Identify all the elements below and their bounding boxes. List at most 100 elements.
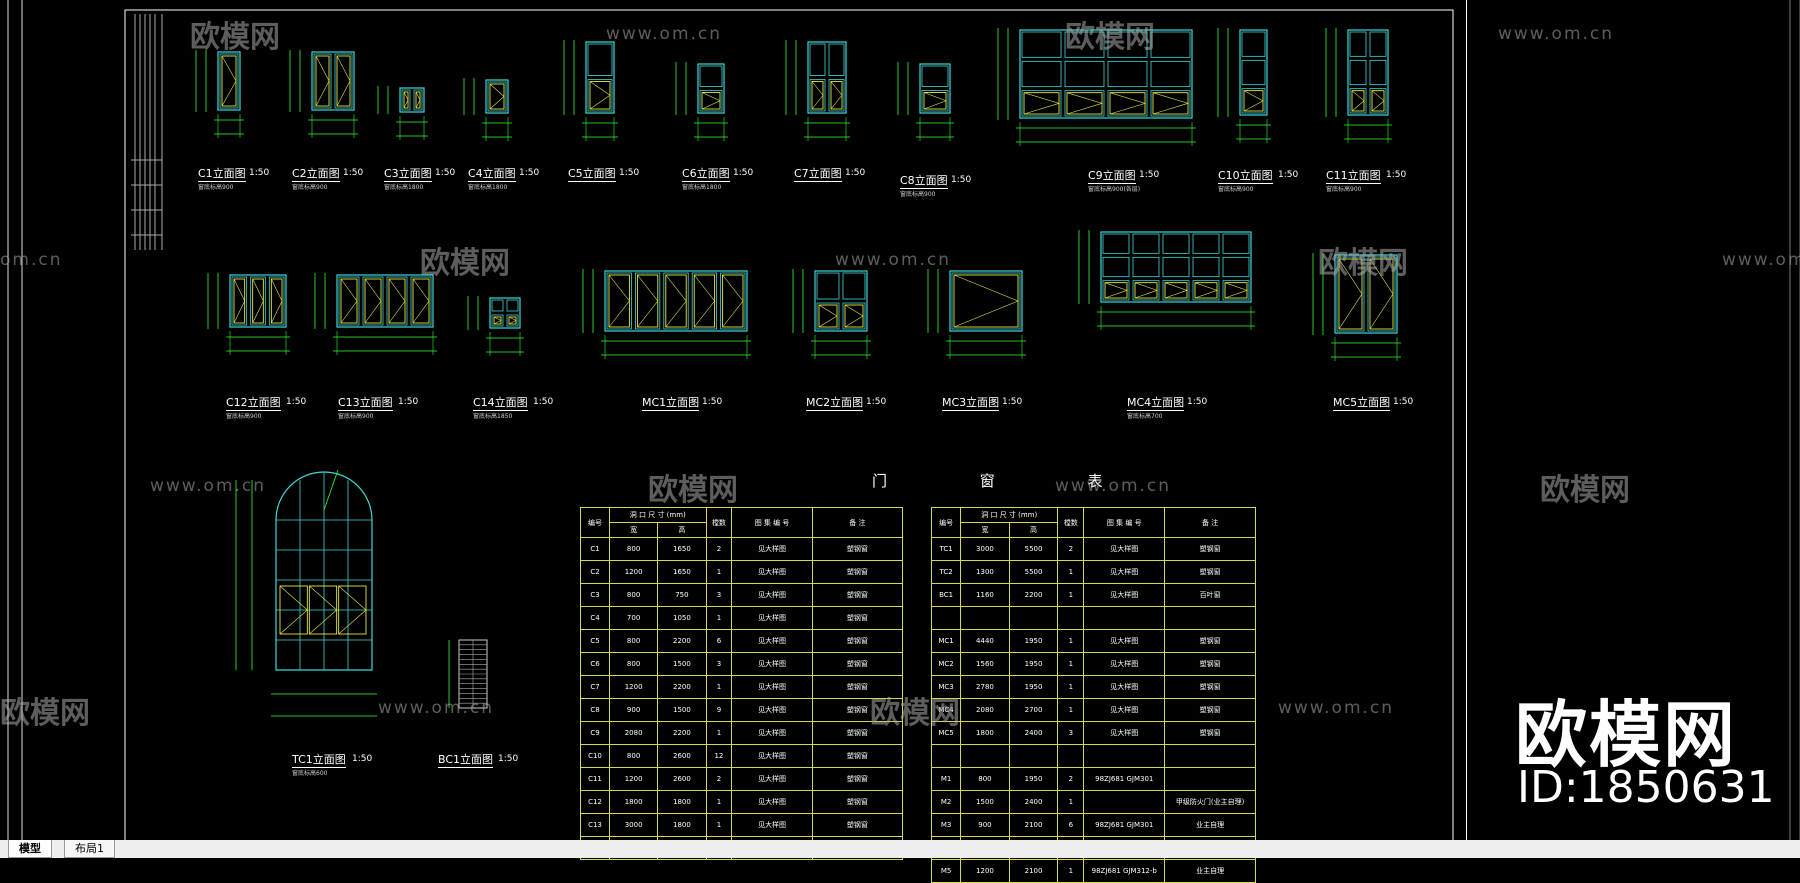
window-pane bbox=[1222, 280, 1250, 301]
window-pane bbox=[1162, 280, 1190, 301]
table-cell: M2 bbox=[930, 790, 962, 814]
table-cell: 塑钢窗 bbox=[811, 744, 904, 768]
col-opening: 洞 口 尺 寸 (mm) bbox=[960, 507, 1059, 523]
window-frame bbox=[1347, 29, 1389, 116]
glass-sash bbox=[1066, 92, 1103, 115]
window-pane bbox=[842, 302, 866, 330]
glass-sash bbox=[388, 278, 406, 324]
scale-label: 1:50 bbox=[1386, 170, 1407, 180]
table-cell bbox=[930, 744, 962, 768]
glass-sash bbox=[1224, 282, 1248, 299]
watermark-logo: 欧模网 bbox=[648, 473, 738, 508]
glass-sash bbox=[1152, 92, 1189, 115]
window-pane bbox=[401, 89, 411, 111]
col-opening: 洞 口 尺 寸 (mm) bbox=[608, 507, 707, 523]
table-cell bbox=[1164, 606, 1256, 630]
window-pane bbox=[1222, 233, 1250, 254]
table-cell: 塑钢窗 bbox=[1164, 721, 1256, 745]
glass-sash bbox=[923, 92, 947, 110]
table-cell: 见大样图 bbox=[731, 629, 813, 653]
opening-indicator bbox=[811, 81, 824, 110]
window-pane bbox=[951, 272, 1021, 330]
glass-sash bbox=[270, 278, 283, 324]
table-cell: 1160 bbox=[960, 583, 1010, 607]
table-cell: 塑钢窗 bbox=[1164, 560, 1256, 584]
table-cell: 98ZJ681 GJM301 bbox=[1083, 813, 1166, 837]
window-frame bbox=[949, 270, 1023, 332]
opening-indicator bbox=[844, 304, 864, 328]
table-cell: 塑钢窗 bbox=[1164, 629, 1256, 653]
opening-indicator bbox=[315, 55, 330, 107]
elevation-label: C11立面图 bbox=[1326, 169, 1381, 184]
window-pane bbox=[1107, 90, 1148, 117]
table-cell: 1500 bbox=[657, 698, 707, 722]
watermark-logo: 欧模网 bbox=[420, 246, 510, 281]
tab-model[interactable]: 模型 bbox=[8, 840, 52, 858]
table-cell: 800 bbox=[608, 537, 659, 561]
table-cell: 2100 bbox=[1008, 813, 1059, 837]
table-cell: 见大样图 bbox=[1083, 652, 1166, 676]
table-cell: C4 bbox=[580, 606, 610, 630]
window-pane bbox=[1336, 256, 1365, 332]
window-pane bbox=[809, 79, 826, 112]
window-pane bbox=[491, 299, 504, 312]
table-cell: 1 bbox=[1057, 583, 1085, 607]
table-cell: MC1 bbox=[930, 629, 962, 653]
table-cell: 1 bbox=[705, 721, 733, 745]
window-pane bbox=[487, 81, 507, 112]
table-cell: 见大样图 bbox=[731, 721, 813, 745]
table-cell: 5500 bbox=[1008, 537, 1059, 561]
watermark-logo: 欧模网 bbox=[0, 696, 90, 731]
table-cell: 2080 bbox=[960, 698, 1010, 722]
window-frame bbox=[1334, 254, 1398, 334]
elevation-note: 窗底标高900 bbox=[226, 413, 262, 420]
window-pane bbox=[1349, 59, 1367, 86]
glass-sash bbox=[1351, 90, 1365, 112]
watermark-url: www.om.cn bbox=[1722, 250, 1800, 270]
opening-indicator bbox=[309, 585, 338, 635]
window-pane bbox=[362, 276, 384, 326]
table-cell: 1950 bbox=[1008, 629, 1059, 653]
window-elevations bbox=[195, 28, 1401, 717]
glass-sash bbox=[608, 274, 630, 328]
table-cell: 1050 bbox=[657, 606, 707, 630]
table-cell bbox=[960, 606, 1010, 630]
window-pane bbox=[1064, 60, 1105, 88]
scale-label: 1:50 bbox=[702, 397, 723, 407]
glass-sash bbox=[233, 278, 246, 324]
opening-indicator bbox=[1243, 90, 1264, 112]
table-cell: C10 bbox=[580, 744, 610, 768]
opening-indicator bbox=[1194, 282, 1218, 299]
table-cell: 见大样图 bbox=[1083, 629, 1166, 653]
window-pane bbox=[1241, 31, 1266, 57]
glass-sash bbox=[844, 304, 864, 328]
opening-indicator bbox=[403, 91, 409, 109]
table-cell: 1950 bbox=[1008, 652, 1059, 676]
opening-indicator bbox=[693, 274, 715, 328]
glass-sash bbox=[693, 274, 716, 328]
table-cell: C6 bbox=[580, 652, 610, 676]
scale-label: 1:50 bbox=[398, 397, 419, 407]
table-cell bbox=[1057, 606, 1085, 630]
elevation-note: 窗底标高900 bbox=[1218, 186, 1254, 193]
table-cell: 百叶窗 bbox=[1164, 583, 1256, 607]
table-cell: 3000 bbox=[960, 537, 1010, 561]
table-cell: 1 bbox=[705, 790, 733, 814]
window-pane bbox=[334, 53, 353, 109]
table-cell: 见大样图 bbox=[731, 767, 813, 791]
window-pane bbox=[1107, 31, 1148, 58]
table-cell bbox=[1083, 606, 1166, 630]
table-cell: 9 bbox=[705, 698, 733, 722]
scale-label: 1:50 bbox=[866, 397, 887, 407]
opening-indicator bbox=[1224, 282, 1248, 299]
col-count: 樘数 bbox=[705, 507, 733, 538]
table-cell: M5 bbox=[930, 859, 962, 883]
tab-layout1[interactable]: 布局1 bbox=[64, 840, 115, 858]
